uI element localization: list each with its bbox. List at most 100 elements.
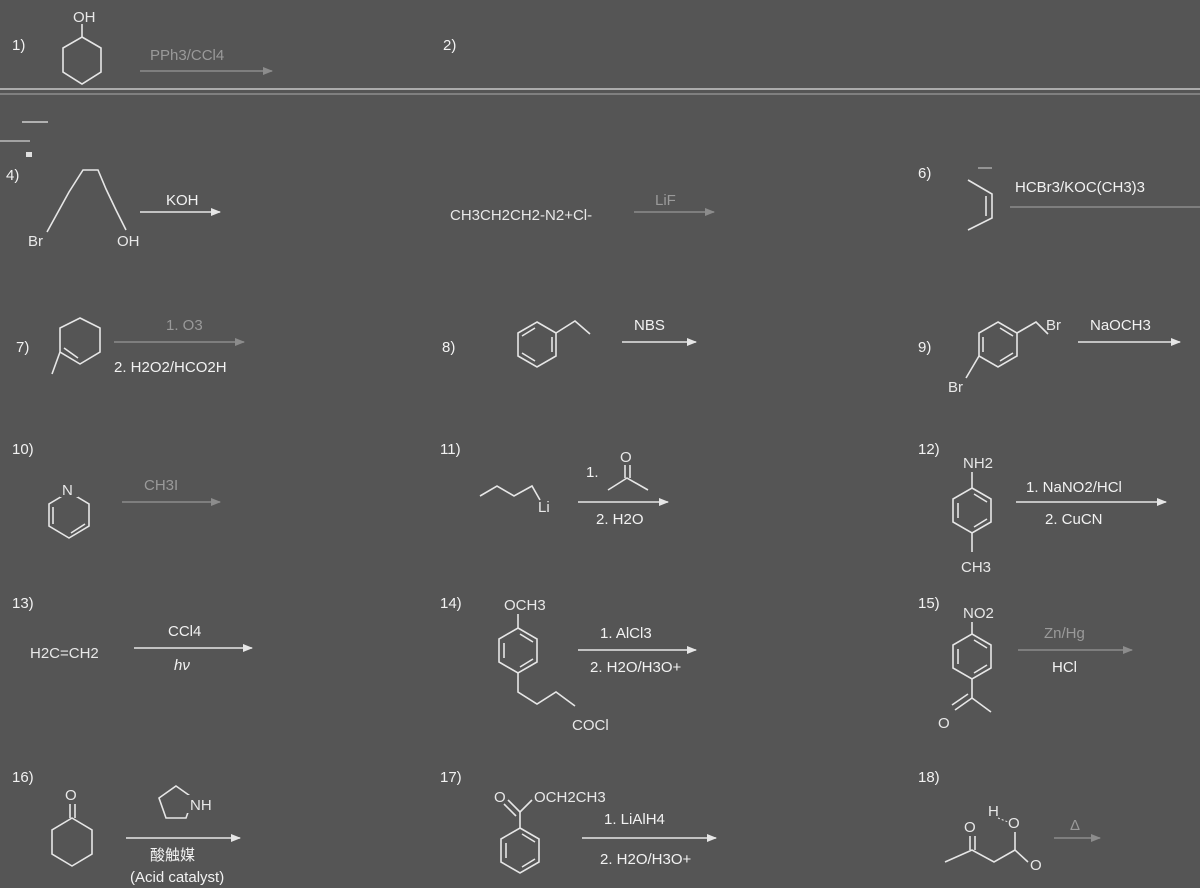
catalyst-label-cn: 酸触媒: [150, 847, 195, 864]
problem-number: 18): [918, 769, 940, 786]
reagent-step-1: 1. AlCl3: [600, 625, 652, 642]
aromatic-bond: [70, 523, 86, 534]
reagent-step-2: 2. H2O2/HCO2H: [114, 359, 227, 376]
problem-number: 8): [442, 339, 455, 356]
ethoxy-label: OCH2CH3: [534, 789, 606, 806]
reagent-label: Zn/Hg: [1044, 625, 1085, 642]
ring-bond: [66, 356, 82, 368]
aromatic-bond: [973, 664, 988, 674]
pyridine-ring: [48, 491, 90, 539]
aryl-br-bond: [965, 355, 980, 379]
aromatic-bond: [519, 658, 534, 668]
problem-7: 7) 1. O3 2. H2O2/HCO2H: [16, 317, 245, 376]
reagent-step-1: 1.: [586, 464, 599, 481]
acid-label: HCl: [1052, 659, 1077, 676]
acetyl-bond: [971, 679, 992, 713]
reagent-label: LiF: [655, 192, 676, 209]
aromatic-bond: [521, 327, 536, 337]
problem-1: 1) OH PPh3/CCl4: [12, 9, 273, 85]
oxygen-label: O: [620, 449, 632, 466]
problem-number: 11): [440, 441, 461, 458]
problem-number: 2): [443, 37, 456, 54]
aromatic-bond: [973, 493, 988, 503]
oxygen-label: O: [65, 787, 77, 804]
problem-6: 6) HCBr3/KOC(CH3)3: [918, 165, 1200, 231]
amino-label: NH2: [963, 455, 993, 472]
acetoacetic-skeleton: [944, 849, 1029, 863]
label-mask: [60, 481, 78, 497]
ester-bond: [519, 799, 533, 813]
methyl-label: CH3: [961, 559, 991, 576]
problem-number: 15): [918, 595, 940, 612]
acid-oxygen-label: O: [1030, 857, 1042, 874]
aromatic-bond: [999, 352, 1014, 362]
oxygen-label: O: [938, 715, 950, 732]
problem-number: 12): [918, 441, 940, 458]
reagent-label: NaOCH3: [1090, 317, 1151, 334]
problem-number: 17): [440, 769, 462, 786]
problem-9: 9) Br Br NaOCH3: [918, 317, 1181, 396]
problem-number: 4): [6, 167, 19, 184]
problem-8: 8) NBS: [442, 317, 697, 368]
hydroxyl-label: OH: [73, 9, 96, 26]
reagent-step-2: 2. H2O: [596, 511, 644, 528]
oxygen-label: O: [494, 789, 506, 806]
butyl-chain: [479, 484, 541, 501]
methoxy-label: OCH3: [504, 597, 546, 614]
problem-17: 17) O OCH2CH3 1. LiAlH4 2. H2O/H3O+: [440, 769, 717, 874]
benzene-ring: [500, 827, 540, 874]
problem-12: 12) NH2 CH3 1. NaNO2/HCl 2. CuCN: [918, 441, 1167, 576]
aromatic-bond: [521, 858, 536, 868]
acyl-chloride-label: COCl: [572, 717, 609, 734]
problem-number: 16): [12, 769, 34, 786]
cyclohexane-ring: [62, 36, 102, 85]
benzyl-bond: [1016, 320, 1049, 335]
h-bond: [997, 817, 1009, 823]
aromatic-bond: [519, 633, 534, 643]
problem-10: 10) N CH3I: [12, 441, 221, 539]
amine-label: NH: [190, 797, 212, 814]
aromatic-bond: [521, 352, 536, 362]
reagent-label: HCBr3/KOC(CH3)3: [1015, 179, 1145, 196]
bromo-label: Br: [948, 379, 963, 396]
benzene-ring: [517, 321, 557, 368]
ethylene-formula: H2C=CH2: [30, 645, 99, 662]
problem-number: 1): [12, 37, 25, 54]
bromo-label: Br: [28, 233, 43, 250]
reagent-label: KOH: [166, 192, 199, 209]
reagent-step-2: 2. CuCN: [1045, 511, 1103, 528]
aromatic-bond: [999, 327, 1014, 337]
aromatic-bond: [973, 518, 988, 528]
hydrogen-label: H: [988, 803, 999, 820]
problem-number: 13): [12, 595, 34, 612]
methyl-bond: [51, 351, 61, 375]
nitro-label: NO2: [963, 605, 994, 622]
catalyst-label-en: (Acid catalyst): [130, 869, 224, 886]
problem-2: 2): [443, 37, 456, 54]
carbonyl-bond: [507, 799, 521, 813]
benzene-ring: [978, 321, 1018, 368]
cyclohexene-ring: [59, 317, 101, 365]
problem-number: 10): [12, 441, 34, 458]
aromatic-bond: [521, 833, 536, 843]
cyclohexanone-ring: [51, 817, 93, 867]
problem-13: 13) H2C=CH2 CCl4 hν: [12, 595, 253, 674]
reagent-step-1: 1. LiAlH4: [604, 811, 665, 828]
light-condition: hν: [174, 657, 190, 674]
hydroxyl-oxygen-label: O: [1008, 815, 1020, 832]
problem-number: 14): [440, 595, 462, 612]
ethyl-chain: [555, 320, 591, 335]
hydroxyl-label: OH: [117, 233, 140, 250]
reagent-label: CCl4: [168, 623, 201, 640]
problem-4: 4) Br OH KOH: [6, 167, 221, 250]
carbonyl-bond: [951, 693, 969, 706]
reagent-step-1: 1. O3: [166, 317, 203, 334]
problem-11: 11) Li 1. O 2. H2O: [440, 441, 669, 528]
carbonyl-bond: [503, 803, 517, 817]
substrate-formula: CH3CH2CH2-N2+Cl-: [450, 207, 592, 224]
reagent-label: NBS: [634, 317, 665, 334]
cis-butene-chain: [967, 179, 993, 231]
label-mask: [186, 795, 212, 813]
ketone-oxygen-label: O: [964, 819, 976, 836]
